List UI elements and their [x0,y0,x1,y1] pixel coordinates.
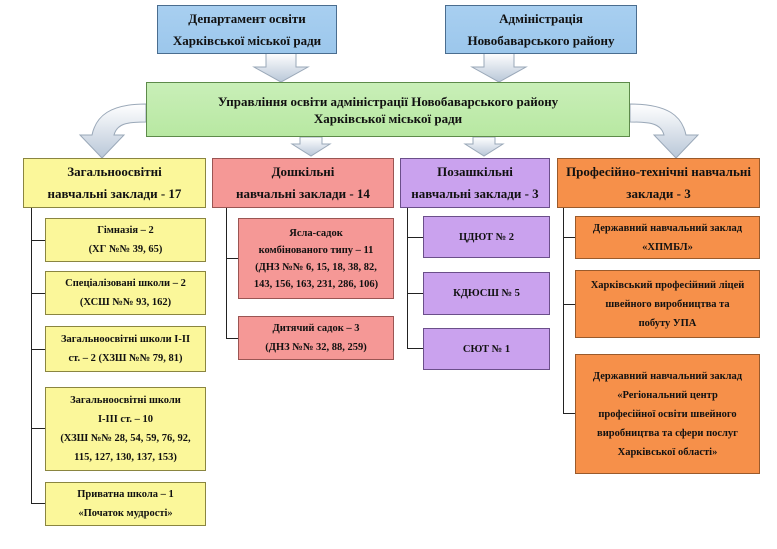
general-item-private-school: Приватна школа – 1 «Початок мудрості» [45,482,206,526]
connector-general-5 [31,503,45,504]
extracurricular-item-syut: СЮТ № 1 [423,328,550,370]
general-item-4-line-1: Загальноосвітні школи [70,395,181,406]
connector-general-4 [31,428,45,429]
connector-general-1 [31,240,45,241]
mgmt-line-1: Управління освіти адміністрації Новобава… [217,93,559,109]
general-item-4-line-4: 115, 127, 130, 137, 153) [74,452,177,463]
general-item-5-line-2: «Початок мудрості» [78,508,173,519]
extracurricular-item-1-label: ЦДЮТ № 2 [458,231,514,243]
general-item-1-line-1: Гімназія – 2 [97,225,154,236]
connector-preschool-vertical [226,208,227,339]
extracurricular-item-2-label: КДЮСШ № 5 [453,288,520,299]
connector-general-2 [31,293,45,294]
category-vocational-title-2: заклади - 3 [626,186,691,201]
vocational-item-hpmbl: Державний навчальний заклад «ХПМБЛ» [575,216,760,259]
general-item-4-line-2: І-ІІІ ст. – 10 [97,414,154,425]
general-item-schools-1-2: Загальноосвітні школи І-ІІ ст. – 2 (ХЗШ … [45,326,206,372]
general-item-specialized: Спеціалізовані школи – 2 (ХСШ №№ 93, 162… [45,271,206,315]
preschool-item-1-line-4: 143, 156, 163, 231, 286, 106) [253,278,379,290]
category-preschool-title-2: навчальні заклади - 14 [236,186,370,201]
connector-general-3 [31,349,45,350]
connector-vocational-2 [563,304,575,305]
admin-line-1: Адміністрація [499,10,583,26]
connector-preschool-2 [226,338,238,339]
connector-extracurricular-3 [407,348,423,349]
vocational-item-3-line-3: професійної освіти швейного [598,408,737,420]
vocational-item-3-line-5: Харківської області» [617,446,718,458]
vocational-item-1-line-1: Державний навчальний заклад [592,222,743,234]
connector-extracurricular-2 [407,293,423,294]
vocational-item-3-line-4: виробництва та сфери послуг [597,427,738,439]
preschool-item-2-line-1: Дитячий садок – 3 [272,323,360,334]
vocational-item-2-line-2: швейного виробництва та [605,298,730,310]
vocational-item-lyceum: Харківський професійний ліцей швейного в… [575,270,760,338]
category-general-title-1: Загальноосвітні [67,164,162,179]
connector-extracurricular-vertical [407,208,408,349]
connector-vocational-1 [563,237,575,238]
dept-line-2: Харківської міської ради [172,32,322,48]
arrow-mgmt-to-extracurricular [463,136,505,157]
connector-extracurricular-1 [407,237,423,238]
admin-box: Адміністрація Новобаварського району [445,5,637,54]
vocational-item-2-line-3: побуту УПА [638,317,697,329]
general-item-5-line-1: Приватна школа – 1 [77,489,174,500]
connector-vocational-3 [563,413,575,414]
category-extracurricular-title-2: навчальні заклади - 3 [411,186,539,201]
category-vocational-title-1: Професійно-технічні навчальні [566,164,751,179]
extracurricular-item-3-label: СЮТ № 1 [462,343,511,355]
general-item-3-line-1: Загальноосвітні школи І-ІІ [60,334,191,345]
category-general-header: Загальноосвітні навчальні заклади - 17 [23,158,206,208]
category-extracurricular-title-1: Позашкільні [437,164,513,179]
general-item-schools-1-3: Загальноосвітні школи І-ІІІ ст. – 10 (ХЗ… [45,387,206,471]
extracurricular-item-kdyussh: КДЮСШ № 5 [423,272,550,315]
general-item-2-line-2: (ХСШ №№ 93, 162) [79,297,172,308]
vocational-item-regional-center: Державний навчальний заклад «Регіональни… [575,354,760,474]
general-item-4-line-3: (ХЗШ №№ 28, 54, 59, 76, 92, [60,433,191,444]
category-vocational-header: Професійно-технічні навчальні заклади - … [557,158,760,208]
connector-preschool-1 [226,258,238,259]
vocational-item-1-line-2: «ХПМБЛ» [642,241,693,253]
connector-general-vertical [31,208,32,503]
dept-box: Департамент освіти Харківської міської р… [157,5,337,54]
preschool-item-1-line-2: комбінованого типу – 11 [258,244,374,256]
category-general-title-2: навчальні заклади - 17 [47,186,182,201]
connector-vocational-vertical [563,208,564,414]
admin-line-2: Новобаварського району [467,32,615,48]
preschool-item-1-line-3: (ДНЗ №№ 6, 15, 18, 38, 82, [255,261,377,273]
mgmt-line-2: Харківської міської ради [313,110,463,126]
management-box: Управління освіти адміністрації Новобава… [146,82,630,137]
vocational-item-2-line-1: Харківський професійний ліцей [590,279,745,291]
category-preschool-title-1: Дошкільні [271,164,335,179]
category-extracurricular-header: Позашкільні навчальні заклади - 3 [400,158,550,208]
arrow-dept-to-mgmt [252,52,310,83]
dept-line-1: Департамент освіти [188,10,306,26]
preschool-item-2-line-2: (ДНЗ №№ 32, 88, 259) [265,342,367,353]
vocational-item-3-line-1: Державний навчальний заклад [592,370,743,382]
vocational-item-3-line-2: «Регіональний центр [617,389,718,401]
arrow-mgmt-to-general [78,103,147,159]
preschool-item-nursery: Ясла-садок комбінованого типу – 11 (ДНЗ … [238,218,394,299]
arrow-mgmt-to-vocational [629,103,700,159]
general-item-3-line-2: ст. – 2 (ХЗШ №№ 79, 81) [68,353,183,364]
category-preschool-header: Дошкільні навчальні заклади - 14 [212,158,394,208]
arrow-admin-to-mgmt [470,52,528,83]
preschool-item-1-line-1: Ясла-садок [289,227,343,239]
general-item-2-line-1: Спеціалізовані школи – 2 [65,278,186,289]
extracurricular-item-cdyut: ЦДЮТ № 2 [423,216,550,258]
preschool-item-kindergarten: Дитячий садок – 3 (ДНЗ №№ 32, 88, 259) [238,316,394,360]
general-item-1-line-2: (ХГ №№ 39, 65) [88,244,163,255]
arrow-mgmt-to-preschool [290,136,332,157]
general-item-gymnasium: Гімназія – 2 (ХГ №№ 39, 65) [45,218,206,262]
